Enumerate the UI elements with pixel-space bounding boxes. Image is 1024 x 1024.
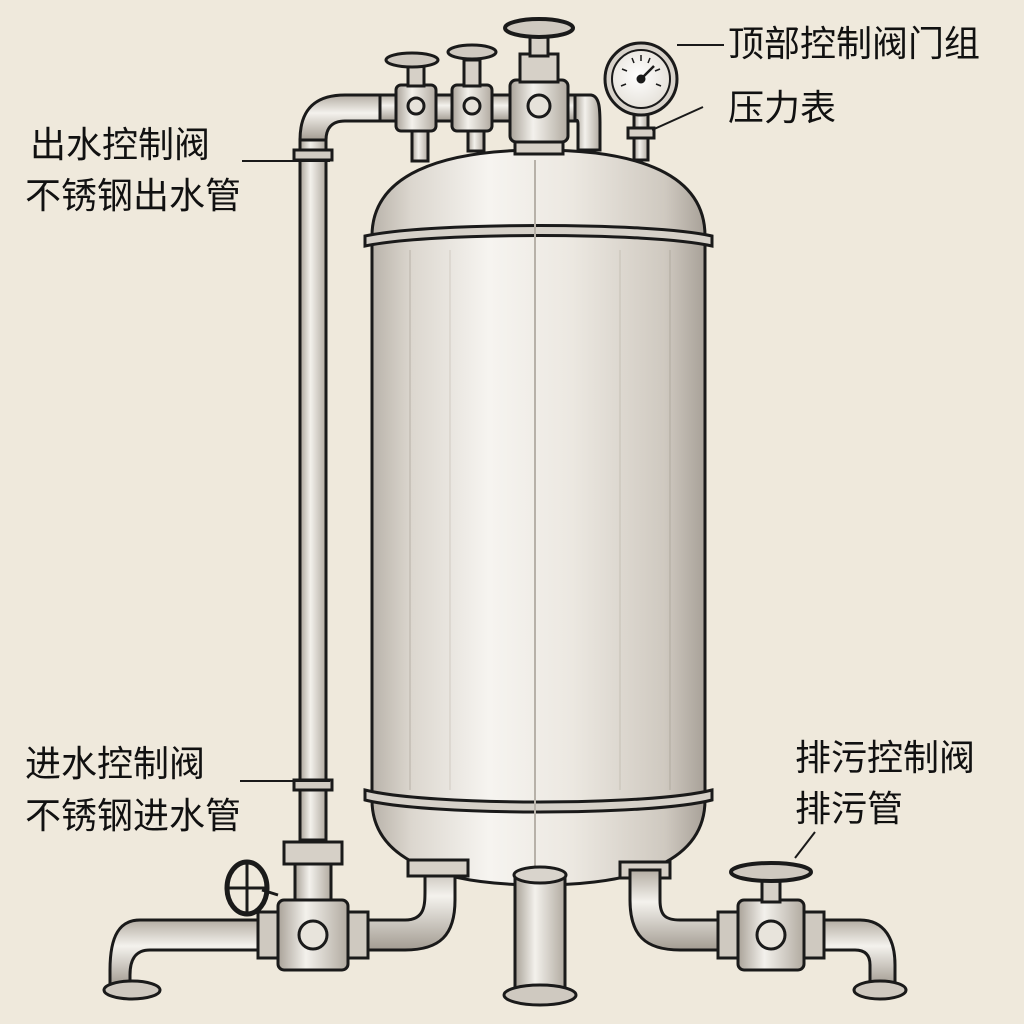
- label-inlet-pipe: 不锈钢进水管: [25, 796, 242, 837]
- drain-valve: [716, 861, 826, 972]
- leader-lines: [240, 44, 816, 859]
- top-valve-group: [384, 17, 575, 156]
- inlet-valve: [224, 859, 370, 972]
- outlet-pipe: [292, 93, 392, 842]
- label-top-valve-group: 顶部控制阀门组: [728, 24, 981, 65]
- inlet-pipe: [102, 840, 470, 1001]
- drain-pipe: [618, 860, 908, 1001]
- leader-drain: [794, 831, 816, 859]
- support-legs: [502, 865, 578, 1007]
- pressure-gauge: [603, 41, 679, 162]
- label-drain-pipe: 排污管: [795, 789, 904, 830]
- leader-pressure-gauge: [651, 106, 704, 131]
- tank: [363, 148, 714, 887]
- label-outlet-valve: 出水控制阀: [30, 125, 211, 166]
- label-outlet-pipe: 不锈钢出水管: [25, 176, 242, 217]
- label-drain-valve: 排污控制阀: [795, 738, 976, 779]
- label-inlet-valve: 进水控制阀: [25, 744, 206, 785]
- label-pressure-gauge: 压力表: [728, 88, 837, 129]
